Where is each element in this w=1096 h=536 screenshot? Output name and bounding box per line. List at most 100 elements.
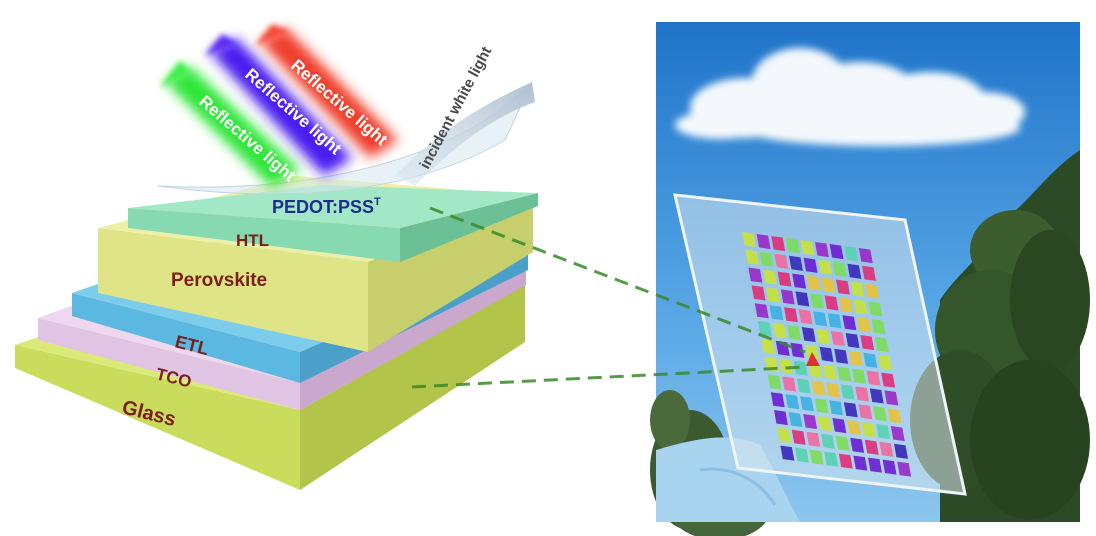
pixel-tile bbox=[832, 261, 847, 277]
pixel-tile bbox=[756, 234, 771, 250]
green-beam bbox=[165, 66, 300, 188]
pixel-tile bbox=[800, 240, 815, 256]
pixel-tile bbox=[813, 311, 828, 327]
pixel-tile bbox=[852, 368, 866, 384]
pixel-tile bbox=[772, 323, 787, 339]
light-beams bbox=[160, 24, 535, 188]
pixel-tile bbox=[863, 352, 878, 368]
pixel-tile bbox=[798, 309, 813, 325]
pixel-tile bbox=[847, 263, 862, 279]
pixel-tile bbox=[847, 420, 861, 436]
pixel-tile bbox=[796, 378, 811, 394]
pixel-tile bbox=[840, 384, 855, 400]
pixel-tile bbox=[791, 429, 806, 445]
pixel-tile bbox=[769, 305, 784, 321]
pixel-tile bbox=[777, 427, 792, 443]
pixel-tile bbox=[800, 396, 814, 412]
pixel-tile bbox=[857, 317, 871, 333]
pixel-tile bbox=[795, 291, 810, 307]
pixel-tile bbox=[748, 267, 763, 283]
connector-line-top bbox=[429, 206, 806, 354]
device-photo bbox=[650, 22, 1090, 536]
pixel-tile bbox=[850, 437, 865, 453]
pixel-tile bbox=[821, 277, 836, 293]
pixel-tile bbox=[836, 279, 850, 295]
pixel-tile bbox=[882, 459, 897, 475]
pixel-tile bbox=[745, 249, 760, 265]
pixel-tile bbox=[811, 380, 826, 396]
pixel-tile bbox=[838, 453, 853, 469]
pixel-tile bbox=[842, 315, 857, 331]
pixel-tile bbox=[754, 303, 769, 319]
pixel-tile bbox=[887, 408, 902, 424]
pixel-tile bbox=[790, 342, 805, 358]
pixel-tile bbox=[835, 435, 850, 451]
pixel-tile bbox=[894, 443, 908, 459]
pixel-tile bbox=[844, 246, 859, 262]
pixel-tile bbox=[897, 461, 912, 477]
pixel-tile bbox=[874, 337, 889, 353]
pixel-tile bbox=[742, 232, 756, 248]
pixel-tile bbox=[766, 287, 781, 303]
pixel-tile bbox=[839, 297, 854, 313]
pixel-tile bbox=[878, 354, 892, 370]
pixel-tile bbox=[853, 299, 868, 315]
pixel-tile bbox=[837, 366, 852, 382]
pixel-tile bbox=[879, 441, 894, 457]
pixel-tile bbox=[868, 457, 882, 473]
pixel-tile bbox=[855, 386, 870, 402]
pixel-tile bbox=[865, 283, 880, 299]
pixel-tile bbox=[780, 289, 795, 305]
pixel-tile bbox=[861, 422, 876, 438]
pixel-tile bbox=[848, 350, 863, 366]
pixel-tile bbox=[876, 424, 891, 440]
pixel-tile bbox=[767, 374, 782, 390]
pixel-tile bbox=[793, 360, 808, 376]
pixel-tile bbox=[845, 333, 860, 349]
pixel-tile bbox=[758, 321, 772, 337]
pixel-tile bbox=[831, 331, 845, 347]
pixel-tile bbox=[806, 275, 821, 291]
blue-beam bbox=[210, 38, 352, 176]
pixel-tile bbox=[782, 376, 797, 392]
pixel-tile bbox=[884, 390, 899, 406]
pixel-tile bbox=[822, 364, 837, 380]
pixel-tile bbox=[834, 348, 849, 364]
pixel-tile bbox=[770, 392, 785, 408]
pixel-tile bbox=[818, 259, 833, 275]
pixel-tile bbox=[809, 449, 824, 465]
pixel-tile bbox=[759, 251, 774, 267]
pixel-tile bbox=[853, 455, 868, 471]
pixel-tile bbox=[850, 281, 865, 297]
pixel-tile bbox=[777, 271, 792, 287]
htl-layer bbox=[128, 185, 538, 262]
pixel-tile bbox=[795, 447, 809, 463]
pixel-tile bbox=[810, 293, 824, 309]
pixel-tile bbox=[792, 273, 807, 289]
pixel-tile bbox=[890, 426, 905, 442]
pixel-tile bbox=[761, 338, 776, 354]
pixel-tile bbox=[788, 412, 803, 428]
htl-label: HTL bbox=[236, 231, 269, 250]
pixel-tile bbox=[763, 269, 777, 285]
pixel-tile bbox=[866, 370, 881, 386]
pixel-tile bbox=[779, 358, 793, 374]
pixel-tile bbox=[774, 253, 789, 269]
pixel-tile bbox=[829, 244, 844, 260]
pixel-tile bbox=[789, 255, 803, 271]
pixel-tile bbox=[785, 238, 800, 254]
pixel-tile bbox=[858, 248, 873, 264]
pixel-tile bbox=[827, 313, 842, 329]
pixel-tile bbox=[826, 382, 840, 398]
pixel-tile bbox=[829, 400, 844, 416]
pixel-tile bbox=[784, 307, 798, 323]
cloud bbox=[675, 48, 1025, 146]
pixel-tile bbox=[751, 285, 766, 301]
pixel-tile bbox=[816, 329, 831, 345]
pixel-tile bbox=[806, 431, 821, 447]
pixel-tile bbox=[774, 410, 788, 426]
pixel-tile bbox=[787, 325, 802, 341]
pixel-tile bbox=[803, 414, 818, 430]
pixel-tile bbox=[824, 295, 839, 311]
